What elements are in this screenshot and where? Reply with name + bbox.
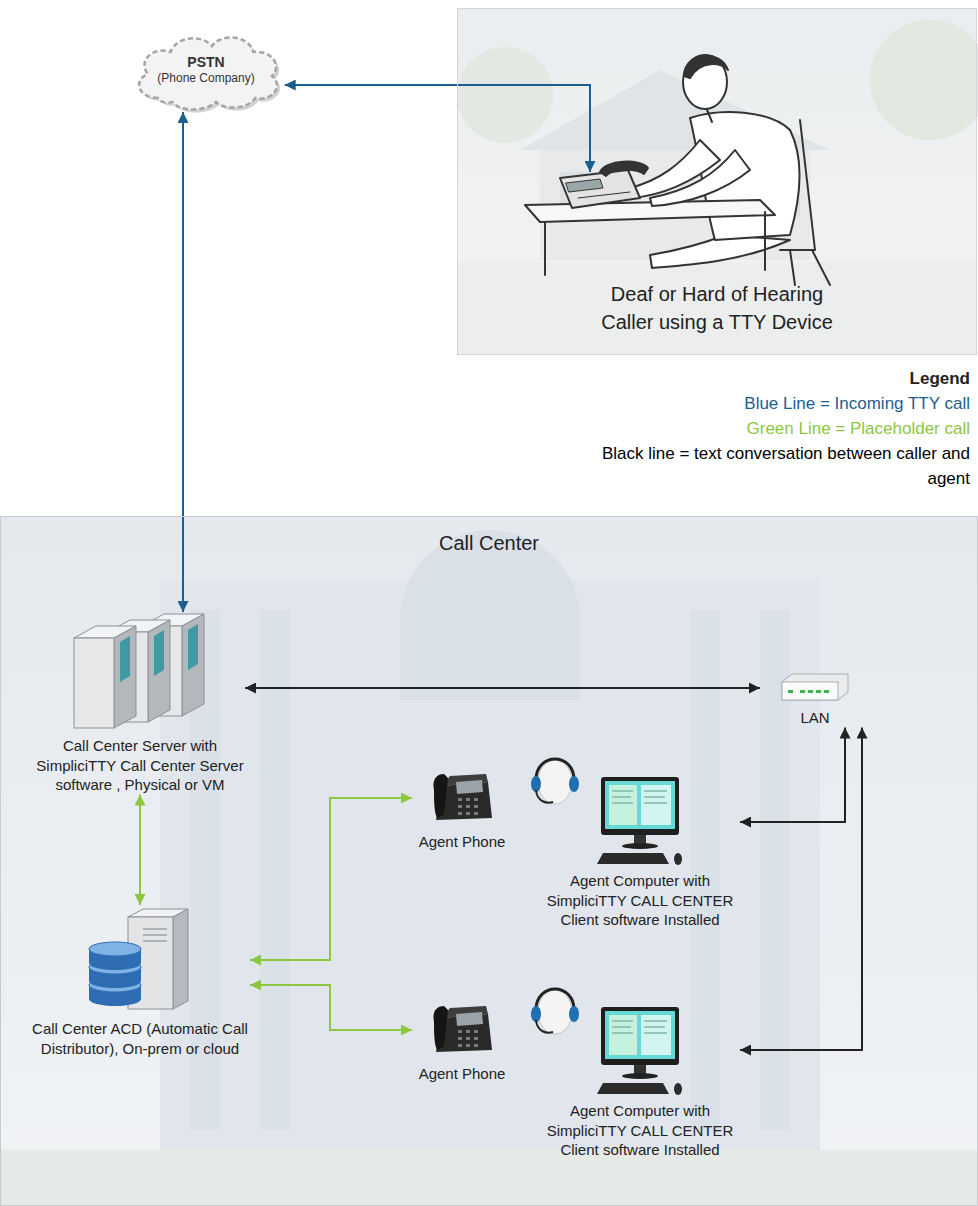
connector bbox=[740, 728, 845, 823]
node-label: Call Center ACD (Automatic Call Distribu… bbox=[30, 1019, 250, 1058]
connector bbox=[245, 687, 760, 689]
caller-illustration bbox=[683, 55, 727, 109]
legend-entry: Blue Line = Incoming TTY call bbox=[590, 391, 970, 416]
phone-icon bbox=[433, 774, 492, 820]
acd-icon bbox=[83, 905, 198, 1015]
house-photo bbox=[870, 20, 978, 140]
caller-illustration bbox=[545, 212, 765, 275]
computer-node: Agent Computer with SimpliciTTY CALL CEN… bbox=[540, 1005, 740, 1160]
connector bbox=[285, 85, 590, 172]
legend-entry: Black line = text conversation between c… bbox=[590, 441, 970, 491]
lan-icon bbox=[780, 668, 850, 704]
connector bbox=[250, 985, 412, 1030]
legend-text: Blue Line = Incoming TTY call bbox=[590, 391, 970, 416]
caller-illustration bbox=[578, 192, 630, 198]
node-label: Call Center bbox=[439, 529, 539, 557]
headset-figure bbox=[538, 760, 572, 804]
acd-icon bbox=[89, 909, 188, 1009]
headset-figure bbox=[536, 989, 574, 1010]
caller-illustration bbox=[600, 162, 648, 176]
phone-icon bbox=[433, 1006, 492, 1052]
house-photo bbox=[457, 262, 977, 355]
acd-node: Call Center ACD (Automatic Call Distribu… bbox=[30, 905, 250, 1058]
phone-node: Agent Phone bbox=[412, 768, 512, 852]
caller-illustration bbox=[560, 170, 640, 208]
house-photo bbox=[457, 47, 553, 143]
node-label: Agent Computer with SimpliciTTY CALL CEN… bbox=[540, 1101, 740, 1160]
server-icon bbox=[74, 614, 204, 728]
house-photo bbox=[457, 8, 978, 355]
building-photo bbox=[0, 1150, 978, 1206]
phone-node: Agent Phone bbox=[412, 1000, 512, 1084]
connector bbox=[250, 798, 412, 960]
headset-figure bbox=[531, 776, 541, 792]
caller-illustration bbox=[525, 200, 775, 222]
node-label: Agent Phone bbox=[412, 1064, 512, 1084]
computer-icon bbox=[595, 1005, 685, 1097]
node-label: PSTN bbox=[187, 54, 224, 72]
caller-panel: Deaf or Hard of Hearing Caller using a T… bbox=[457, 8, 977, 355]
node-label: Agent Phone bbox=[412, 832, 512, 852]
caller-illustration bbox=[566, 179, 603, 192]
node-label: Agent Computer with SimpliciTTY CALL CEN… bbox=[540, 871, 740, 930]
caller-illustration bbox=[650, 150, 750, 206]
caller-illustration bbox=[525, 55, 830, 285]
call-center-panel: Call CenterCall Center Server with Simpl… bbox=[0, 516, 978, 1206]
headset-figure bbox=[536, 790, 553, 803]
computer-icon bbox=[597, 1007, 682, 1095]
headset-figure bbox=[569, 776, 579, 792]
legend-text: Black line = text conversation between c… bbox=[590, 441, 970, 491]
connector bbox=[182, 112, 184, 612]
building-photo bbox=[400, 530, 580, 700]
connector bbox=[740, 728, 862, 1051]
computer-icon bbox=[597, 777, 682, 865]
caller-illustration bbox=[684, 56, 728, 78]
legend-entry: Green Line = Placeholder call bbox=[590, 416, 970, 441]
headset-figure bbox=[531, 1006, 541, 1022]
cloud-node: PSTN(Phone Company) bbox=[127, 28, 284, 112]
lan-icon bbox=[782, 674, 848, 700]
building-photo bbox=[0, 516, 978, 1206]
building-photo bbox=[0, 516, 978, 1206]
cloud-outline bbox=[139, 37, 277, 109]
cloud-shape bbox=[127, 28, 284, 112]
phone-icon bbox=[430, 1000, 495, 1060]
headset-figure bbox=[531, 759, 579, 804]
headset-figure bbox=[531, 989, 579, 1034]
connector bbox=[139, 795, 141, 906]
legend: LegendBlue Line = Incoming TTY callGreen… bbox=[590, 366, 970, 491]
computer-icon bbox=[595, 775, 685, 867]
computer-node: Agent Computer with SimpliciTTY CALL CEN… bbox=[540, 775, 740, 930]
server-icon bbox=[70, 612, 210, 732]
node-label: Call Center Server with SimpliciTTY Call… bbox=[35, 736, 245, 795]
node-label: LAN bbox=[760, 708, 870, 728]
legend-heading: Legend bbox=[590, 366, 970, 391]
headset-figure bbox=[569, 1006, 579, 1022]
node-label: Deaf or Hard of Hearing Caller using a T… bbox=[582, 280, 852, 336]
lan-node: LAN bbox=[760, 668, 870, 728]
server-node: Call Center Server with SimpliciTTY Call… bbox=[35, 612, 245, 795]
headset-figure bbox=[536, 759, 574, 780]
headset-figure bbox=[538, 990, 572, 1034]
headset-figure bbox=[536, 1020, 553, 1033]
node-label: (Phone Company) bbox=[157, 71, 254, 86]
phone-icon bbox=[430, 768, 495, 828]
legend-text: Green Line = Placeholder call bbox=[590, 416, 970, 441]
